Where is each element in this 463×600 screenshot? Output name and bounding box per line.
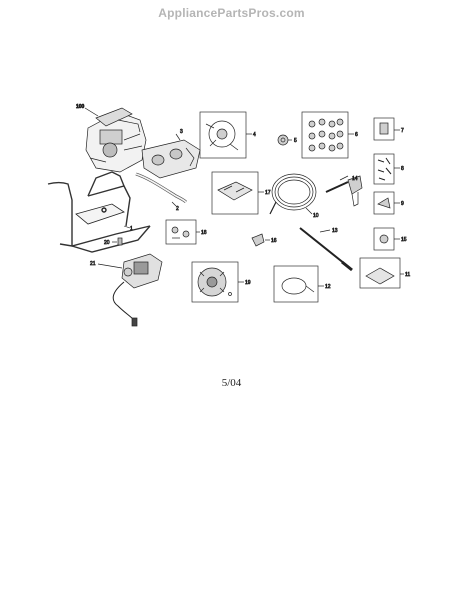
callout-100: 100 bbox=[76, 104, 85, 110]
watermark: AppliancePartsPros.com bbox=[158, 6, 305, 20]
callout-7: 7 bbox=[401, 128, 404, 134]
hose-coil-part[interactable] bbox=[269, 173, 317, 215]
callout-11: 11 bbox=[405, 272, 410, 278]
reel-box-part[interactable] bbox=[199, 111, 252, 159]
callout-17: 17 bbox=[265, 190, 271, 196]
cable-box-part[interactable] bbox=[273, 265, 324, 303]
seal-box-part[interactable] bbox=[373, 227, 400, 251]
bolt-part[interactable] bbox=[112, 237, 123, 246]
screw-kit-part[interactable] bbox=[373, 153, 400, 185]
tube-part[interactable] bbox=[135, 172, 188, 207]
wand-part[interactable] bbox=[299, 227, 353, 272]
callout-10: 10 bbox=[313, 213, 319, 219]
date-code: 5/04 bbox=[221, 377, 242, 389]
callout-14: 14 bbox=[352, 176, 358, 182]
callout-2: 2 bbox=[176, 206, 179, 212]
fitting-part[interactable] bbox=[277, 134, 292, 146]
callout-13: 13 bbox=[332, 228, 338, 234]
callout-6: 6 bbox=[355, 132, 358, 138]
callout-16: 16 bbox=[271, 238, 277, 244]
engine-part[interactable] bbox=[84, 107, 147, 173]
callout-8: 8 bbox=[401, 166, 404, 172]
callout-3: 3 bbox=[180, 129, 183, 135]
nozzle-kit-part[interactable] bbox=[301, 111, 354, 159]
callout-12: 12 bbox=[325, 284, 331, 290]
instruction-box-part[interactable] bbox=[359, 257, 404, 289]
callout-4: 4 bbox=[253, 132, 256, 138]
callout-21: 21 bbox=[90, 261, 96, 267]
callout-9: 9 bbox=[401, 201, 404, 207]
frame-part[interactable] bbox=[47, 171, 151, 253]
adapter-box-part[interactable] bbox=[373, 117, 400, 141]
valve-part[interactable] bbox=[251, 233, 270, 247]
callout-19: 19 bbox=[245, 280, 251, 286]
callout-1: 1 bbox=[130, 226, 133, 232]
pump-motor-part[interactable] bbox=[97, 253, 163, 327]
callout-20: 20 bbox=[104, 240, 110, 246]
nozzle-tip-part[interactable] bbox=[373, 191, 400, 215]
kit-box-part[interactable] bbox=[211, 171, 264, 215]
hardware-box-part[interactable] bbox=[165, 219, 200, 245]
callout-18: 18 bbox=[201, 230, 207, 236]
spray-gun-part[interactable] bbox=[325, 175, 363, 207]
callout-15: 15 bbox=[401, 237, 407, 243]
callout-5: 5 bbox=[294, 138, 297, 144]
pump-part[interactable] bbox=[141, 133, 201, 179]
wheel-box-part[interactable] bbox=[191, 261, 244, 303]
